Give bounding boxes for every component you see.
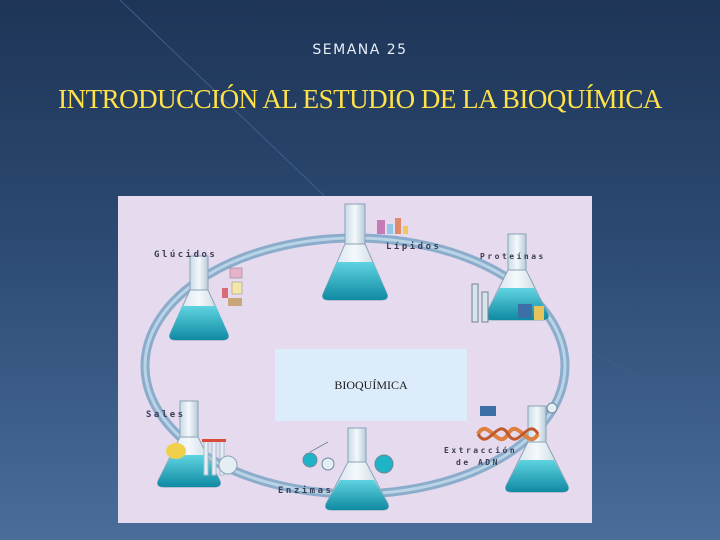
label-lipidos: Lípidos [386, 242, 442, 252]
slide-title: INTRODUCCIÓN AL ESTUDIO DE LA BIOQUÍMICA [58, 84, 662, 114]
flask-enzimas [302, 427, 394, 511]
center-label: BIOQUÍMICA [334, 377, 408, 392]
label-proteinas: Proteínas [480, 252, 546, 261]
center-box: BIOQUÍMICA [275, 349, 467, 421]
biochemistry-diagram: BIOQUÍMICA Glúcidos Lípidos Proteínas Sa… [118, 196, 592, 523]
diagram-artwork [140, 203, 570, 511]
label-extraccion-line2: de ADN [456, 458, 500, 467]
flask-adn [476, 402, 569, 493]
flask-proteinas [471, 233, 549, 323]
flask-glucidos [169, 255, 243, 341]
label-extraccion-line1: Extracción [444, 446, 518, 455]
flask-sales [157, 400, 238, 488]
flask-lipidos [322, 203, 408, 301]
label-glucidos: Glúcidos [154, 250, 218, 260]
slide-subtitle: SEMANA 25 [312, 42, 408, 58]
label-enzimas: Enzimas [278, 486, 334, 496]
label-sales: Sales [146, 410, 186, 420]
